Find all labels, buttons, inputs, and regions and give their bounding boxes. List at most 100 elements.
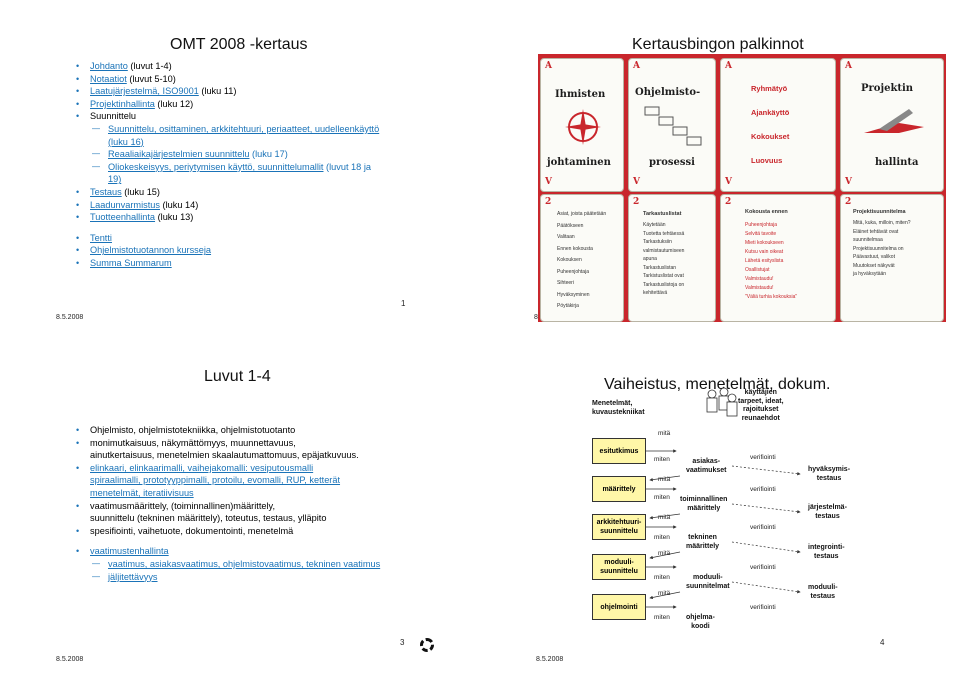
card-title-bottom: johtaminen <box>547 157 611 168</box>
list-item: menetelmät, iteratiivisuus <box>76 487 380 500</box>
card-line: Kokouksen <box>557 257 582 263</box>
list-item-link[interactable]: Tentti <box>90 232 112 243</box>
card-line: Tarkastuslistoja on <box>643 281 685 288</box>
list-item-link[interactable]: Testaus <box>90 186 122 197</box>
list-item-link[interactable]: Tuotteenhallinta <box>90 212 156 223</box>
list-item: Ohjelmistotuotannon kursseja <box>76 244 379 257</box>
card-line: suunnitelmaa <box>853 237 883 243</box>
test-label: järjestelmä-testaus <box>808 504 847 520</box>
list-item-link[interactable]: Oliokeskeisyys, periytymisen käyttö, suu… <box>108 161 324 172</box>
card-title: Tarkastuslistat <box>643 211 682 217</box>
list-item-link[interactable]: Ohjelmistotuotannon kursseja <box>90 245 212 256</box>
list-item-suffix: (luku 11) <box>198 86 237 97</box>
card-line: Valitaan <box>557 234 575 240</box>
card-title-bottom: prosessi <box>649 157 695 168</box>
bullet-list: Johdanto (luvut 1-4)Notaatiot (luvut 5-1… <box>76 60 379 270</box>
card-line: Puheenjohtaja <box>557 268 589 275</box>
list-item-link[interactable]: Laatujärjestelmä, ISO9001 <box>90 86 199 97</box>
list-item-link[interactable]: Summa Summarum <box>90 257 172 268</box>
list-item-text: vaatimusmäärittely, (toiminnallinen)määr… <box>90 500 275 511</box>
list-item: vaatimusmäärittely, (toiminnallinen)määr… <box>76 500 380 513</box>
phase-box: moduuli-suunnittelu <box>592 554 646 580</box>
card-title: Kokousta ennen <box>745 209 788 215</box>
verification-label: verifiointi <box>750 454 776 461</box>
slide-title: Luvut 1-4 <box>204 368 271 385</box>
card-line: kehitettävä <box>643 290 668 296</box>
list-item-link[interactable]: Reaaliaikajärjestelmien suunnittelu <box>108 149 250 160</box>
list-item-text: vaatimus, asiakasvaatimus, ohjelmistovaa… <box>108 558 381 569</box>
list-item-text: ainutkertaisuus, menetelmien skaalautuma… <box>90 450 359 461</box>
how-label: miten <box>654 534 670 541</box>
card-line: Ajankäyttö <box>751 108 790 117</box>
card-line: Selvitä tavoite <box>745 231 777 237</box>
how-label: miten <box>654 494 670 501</box>
card-line: Hyväksyminen <box>557 291 590 298</box>
list-item-suffix: (luku 17) <box>249 149 288 160</box>
list-item-link[interactable]: 19) <box>108 174 122 185</box>
list-item-text: spesifiointi, vaihetuote, dokumentointi,… <box>90 525 294 536</box>
list-item: Reaaliaikajärjestelmien suunnittelu (luk… <box>76 148 379 161</box>
card-line: Sihteeri <box>557 280 574 286</box>
card-line: Käytetään <box>643 222 666 228</box>
what-label: mitä <box>658 550 671 557</box>
list-item-suffix: (luvut 18 ja <box>323 161 371 172</box>
card-line: Valmistaudu! <box>745 285 774 291</box>
list-item-link[interactable]: Johdanto <box>90 61 128 71</box>
prize-cards-photo: A Ihmisten johtaminen V A Ohjelmisto- pr… <box>538 54 946 322</box>
verification-label: verifiointi <box>750 486 776 493</box>
list-item: Laatujärjestelmä, ISO9001 (luku 11) <box>76 85 379 98</box>
slide-title: Kertausbingon palkinnot <box>632 36 804 53</box>
phase-box: esitutkimus <box>592 438 646 464</box>
list-item: spiraalimalli, prototyyppimalli, protoil… <box>76 474 380 487</box>
list-item-link[interactable]: Suunnittelu, osittaminen, arkkitehtuuri,… <box>108 123 380 134</box>
list-item-text: jäljitettävyys <box>108 571 158 582</box>
card-line: Ennen kokousta <box>557 245 593 252</box>
list-item-suffix: (luvut 5-10) <box>126 73 176 84</box>
verification-label: verifiointi <box>750 524 776 531</box>
card-line: valmistautumiseen <box>643 247 685 254</box>
card-line: Kokoukset <box>751 132 790 141</box>
list-item-suffix: (luvut 1-4) <box>127 61 172 71</box>
card-line: ja hyväksytään <box>853 271 887 277</box>
card-ohjelmistoprosessi: A Ohjelmisto- prosessi V <box>628 58 716 192</box>
card-line: Muutokset näkyvät <box>853 262 895 269</box>
card-line: Tarkistuslistat ovat <box>643 273 684 279</box>
slide-1: OMT 2008 -kertaus Johdanto (luvut 1-4)No… <box>0 0 480 342</box>
card-ihmisten-johtaminen: A Ihmisten johtaminen V <box>540 58 624 192</box>
slide-date: 8. <box>534 314 540 321</box>
card-line: Lähetä esityslista <box>745 258 784 264</box>
list-item: 19) <box>76 173 379 186</box>
card-line: Tuotetta tehtäessä <box>643 230 685 237</box>
card-line: Mitä, kuka, milloin, miten? <box>853 220 911 226</box>
list-item-text: suunnittelu (tekninen määrittely), toteu… <box>90 513 327 524</box>
list-item-link[interactable]: (luku 16) <box>108 136 144 147</box>
list-item: Oliokeskeisyys, periytymisen käyttö, suu… <box>76 161 379 174</box>
list-item: Laadunvarmistus (luku 14) <box>76 199 379 212</box>
list-item-link[interactable]: Laadunvarmistus <box>90 199 160 210</box>
card-line: Päätökseen <box>557 222 584 229</box>
list-item-text: elinkaari, elinkaarimalli, vaihejakomall… <box>90 462 314 473</box>
card-line: Päävastuut, valikot <box>853 254 895 260</box>
page-number: 3 <box>400 638 405 647</box>
card-lines: Mitä, kuka, milloin, miten? Eläinet tehtä… <box>853 219 911 279</box>
list-item-suffix: (luku 15) <box>121 186 160 197</box>
how-label: miten <box>654 456 670 463</box>
list-item-link[interactable]: Projektinhallinta <box>90 98 155 109</box>
list-item-link[interactable]: Notaatiot <box>90 73 127 84</box>
document-label: ohjelma-koodi <box>686 614 715 630</box>
card-line: Projektisuunnitelma on <box>853 245 904 252</box>
list-item-suffix: (luku 12) <box>154 98 194 109</box>
what-label: mitä <box>658 590 671 597</box>
how-label: miten <box>654 614 670 621</box>
card-line: Kutsu vain oikeat <box>745 249 784 255</box>
what-label: mitä <box>658 514 671 521</box>
list-item: Testaus (luku 15) <box>76 186 379 199</box>
list-item-text: spiraalimalli, prototyyppimalli, protoil… <box>90 475 341 486</box>
list-item: Tentti <box>76 232 379 245</box>
card-line: Eläinet tehtävät ovat <box>853 228 899 235</box>
